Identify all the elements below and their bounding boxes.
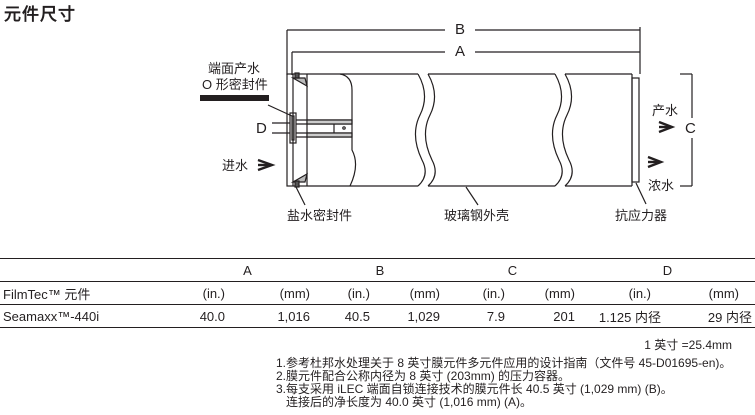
group-header-a: A [180,258,315,282]
dimension-a-line [291,51,640,75]
dimension-c-bracket [680,73,693,187]
atd-leader [635,182,647,205]
element-header: FilmTec™ 元件 [0,281,180,305]
arrow-right-icon [658,120,676,134]
product-tube [289,112,353,144]
value-d-in: 1.125 内径 [580,304,665,328]
group-header-c: C [445,258,580,282]
footnote: 1.参考杜邦水处理关于 8 英寸膜元件多元件应用的设计指南（文件号 45-D01… [276,356,732,370]
element-name: Seamaxx™-440i [0,304,180,328]
element-diagram [200,27,693,206]
oring-label-line1: 端面产水 [208,61,261,76]
dimension-b-label: B [451,22,470,37]
unit-header: (in.) [580,281,665,305]
unit-header: (mm) [665,281,755,305]
concentrate-label: 浓水 [648,178,675,193]
unit-header: (mm) [370,281,445,305]
value-d-mm: 29 内径 [665,304,755,328]
table-row: Seamaxx™-440i 40.0 1,016 40.5 1,029 7.9 … [0,304,755,328]
dimension-c-label: C [681,121,700,136]
value-c-mm: 201 [505,304,580,328]
seal-bar [200,95,269,101]
element-body [307,73,640,187]
footnote: 2.膜元件配合公称内径为 8 英寸 (203mm) 的压力容器。 [276,369,571,383]
product-label: 产水 [652,103,679,118]
unit-header: (in.) [315,281,370,305]
dimension-d-label: D [254,120,269,137]
shell-label: 玻璃钢外壳 [444,208,510,223]
section-title: 元件尺寸 [4,5,76,24]
value-b-mm: 1,029 [370,304,445,328]
footnote: 3.每支采用 iLEC 端面自锁连接技术的膜元件长 40.5 英寸 (1,029… [276,382,673,396]
unit-conversion-note: 1 英寸 =25.4mm [644,338,732,352]
unit-header: (mm) [505,281,580,305]
unit-header: (mm) [225,281,315,305]
oring-label-line2: O 形密封件 [202,77,268,92]
value-a-mm: 1,016 [225,304,315,328]
group-header-b: B [315,258,445,282]
brine-seal-leader [295,186,306,206]
dimension-d-lines [272,122,290,134]
dimensions-table: A B C D FilmTec™ 元件 (in.) (mm) (in.) (mm… [0,258,755,328]
brine-seal-label: 盐水密封件 [287,208,353,223]
arrow-right-icon [257,158,276,172]
unit-header: (in.) [445,281,505,305]
value-a-in: 40.0 [180,304,225,328]
atd-label: 抗应力器 [615,208,668,223]
feed-label: 进水 [222,158,249,173]
footnote: 连接后的净长度为 40.0 英寸 (1,016 mm) (A)。 [276,395,533,409]
unit-header: (in.) [180,281,225,305]
footnotes: 1.参考杜邦水处理关于 8 英寸膜元件多元件应用的设计指南（文件号 45-D01… [276,357,731,409]
group-header-row: A B C D [0,258,755,282]
shell-leader [465,186,479,206]
oring-leader [267,104,293,117]
end-cap [286,72,308,188]
dimension-b-line [286,27,641,75]
value-c-in: 7.9 [445,304,505,328]
unit-header-row: FilmTec™ 元件 (in.) (mm) (in.) (mm) (in.) … [0,281,755,305]
value-b-in: 40.5 [315,304,370,328]
arrow-right-icon [647,155,665,169]
group-header-d: D [580,258,755,282]
dimension-a-label: A [451,44,470,59]
